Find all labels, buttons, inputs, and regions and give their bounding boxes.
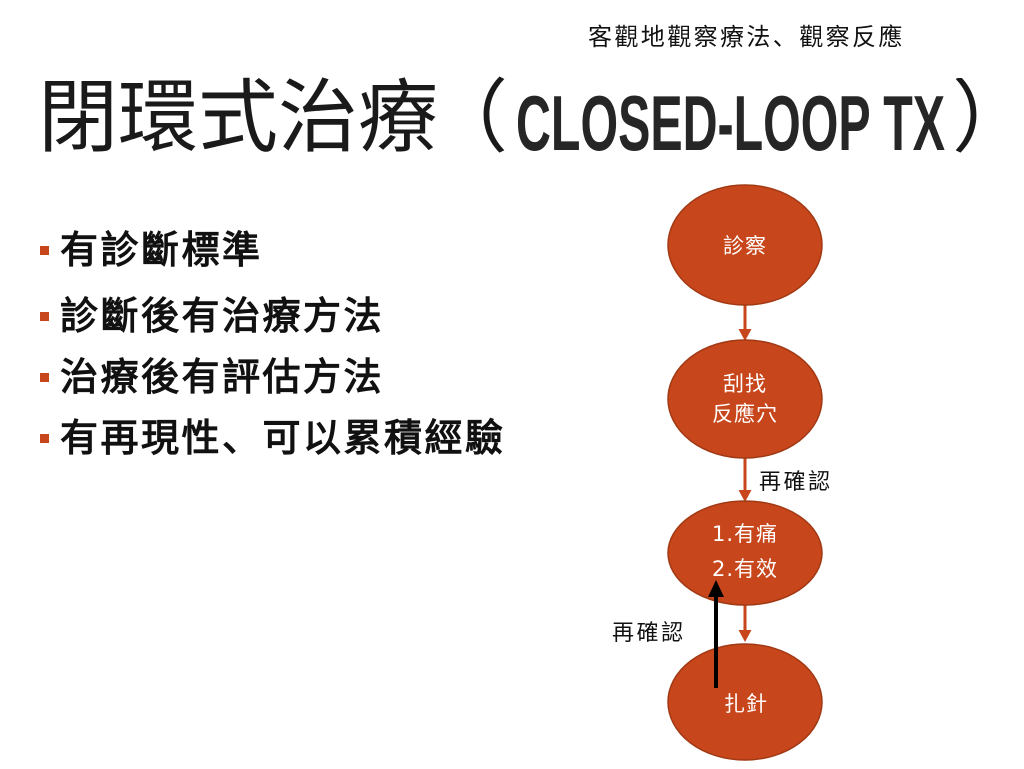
title-open-paren: （ xyxy=(428,71,508,164)
node-label: 反應穴 xyxy=(712,402,778,426)
feedback-arrow-needling-to-pain-check xyxy=(708,580,724,688)
node-label: 扎針 xyxy=(724,692,768,716)
bullet-item: 有再現性、可以累積經驗 xyxy=(40,413,506,463)
title-chinese: 閉環式治療 xyxy=(38,71,438,164)
bullet-item: 有診斷標準 xyxy=(40,225,263,275)
bullet-item: 診斷後有治療方法 xyxy=(40,291,384,341)
square-bullet-icon xyxy=(40,433,49,443)
node-pain-effect-check: 1.有痛 2.有效 xyxy=(667,500,823,606)
slide-title: 閉環式治療 （ CLOSED-LOOP TX ） xyxy=(0,0,1024,175)
bullet-text: 有診斷標準 xyxy=(60,228,263,272)
square-bullet-icon xyxy=(40,372,49,382)
title-close-paren: ） xyxy=(952,78,1012,158)
node-label: 1.有痛 xyxy=(712,522,778,546)
node-needling: 扎針 xyxy=(667,643,823,761)
node-label: 2.有效 xyxy=(712,557,778,581)
bullet-text: 診斷後有治療方法 xyxy=(60,294,385,338)
title-english: CLOSED-LOOP TX xyxy=(516,79,946,167)
arrow-diagnosis-to-scraping xyxy=(738,305,752,341)
header-note: 客觀地觀察療法、觀察反應 xyxy=(588,23,905,51)
bullet-item: 治療後有評估方法 xyxy=(40,352,384,402)
bullet-text: 治療後有評估方法 xyxy=(60,355,385,399)
square-bullet-icon xyxy=(40,311,49,321)
node-label: 診察 xyxy=(723,234,767,258)
node-scrape-reaction-point: 刮找 反應穴 xyxy=(667,339,823,459)
bullet-text: 有再現性、可以累積經驗 xyxy=(60,416,506,460)
recheck-label-feedback: 再確認 xyxy=(612,621,686,646)
arrow-scraping-to-pain-check xyxy=(738,458,752,502)
recheck-label-forward: 再確認 xyxy=(759,470,833,495)
arrow-pain-check-to-needling xyxy=(738,604,752,642)
square-bullet-icon xyxy=(40,245,49,255)
node-label: 刮找 xyxy=(723,372,767,396)
node-diagnosis: 診察 xyxy=(667,184,823,306)
